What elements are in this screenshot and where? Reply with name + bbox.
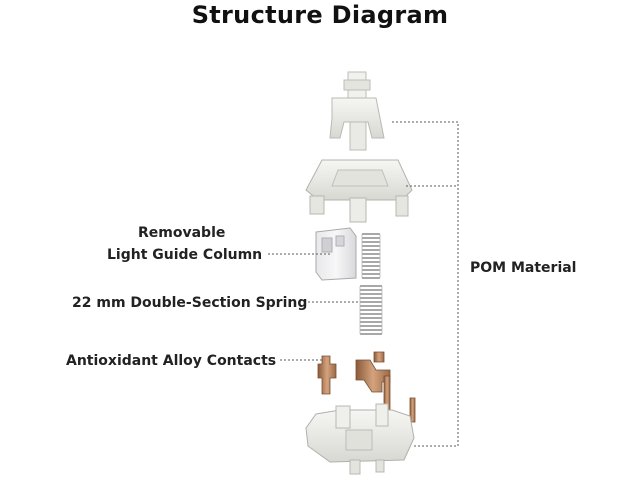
diagram-title: Structure Diagram — [191, 1, 449, 29]
leader-pom-bracket — [392, 121, 459, 447]
label-light-guide-line1: Removable — [138, 225, 226, 241]
label-pom-material: POM Material — [470, 260, 577, 276]
label-spring: 22 mm Double-Section Spring — [72, 295, 308, 311]
switch-stem — [329, 71, 385, 151]
double-section-spring — [359, 233, 383, 335]
label-contacts: Antioxidant Alloy Contacts — [66, 353, 277, 369]
label-light-guide-line2: Light Guide Column — [107, 247, 263, 263]
leader-lines — [268, 121, 459, 447]
top-housing — [305, 159, 413, 223]
bottom-housing — [305, 403, 415, 475]
light-guide-column — [315, 227, 357, 281]
